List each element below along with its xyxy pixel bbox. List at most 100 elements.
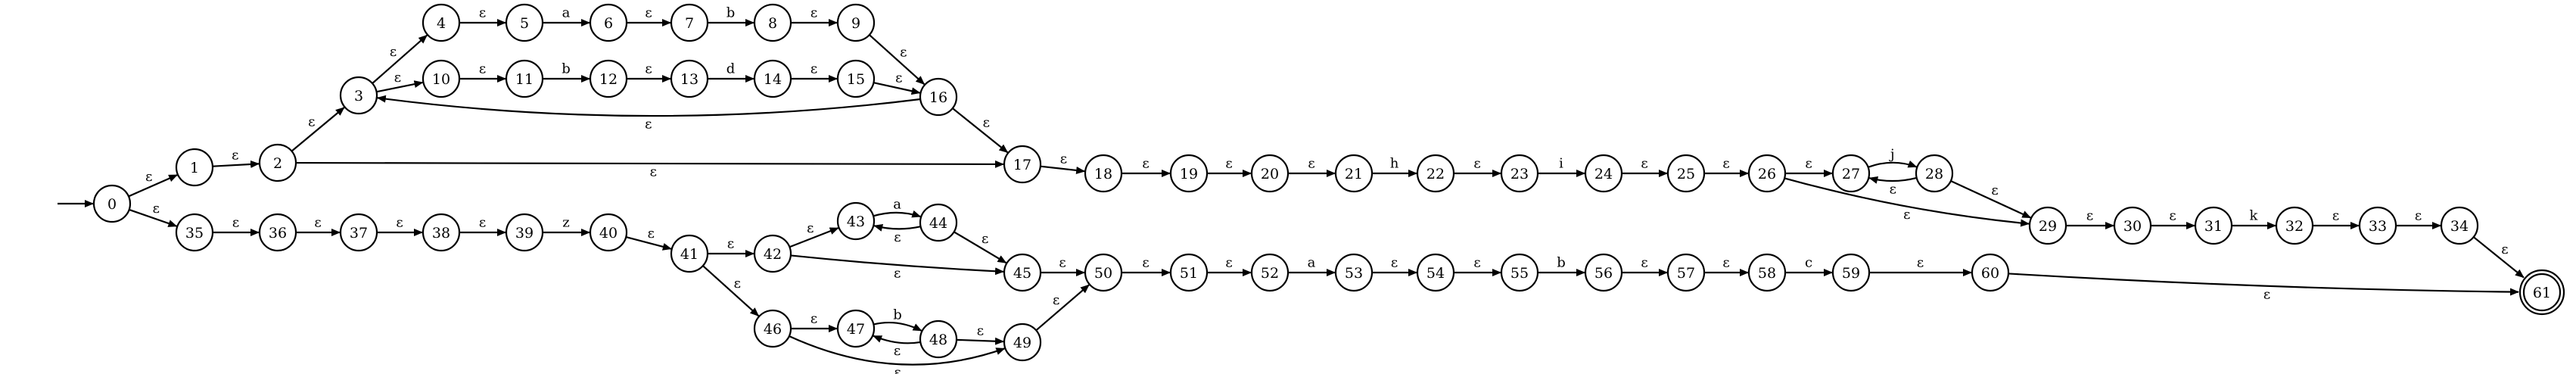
state-circle xyxy=(1500,154,1539,193)
edge-26-to-29: ε xyxy=(1784,177,2030,227)
edge-label: b xyxy=(1557,255,1566,271)
state-28: 28 xyxy=(1915,154,1954,193)
edge-line xyxy=(1868,176,1918,184)
state-circle xyxy=(589,3,628,42)
state-label: 52 xyxy=(1261,265,1279,282)
edge-label: ε xyxy=(1060,151,1067,167)
edge-2-to-3: ε xyxy=(291,107,345,152)
edge-label: ε xyxy=(1391,255,1398,271)
edge-label: ε xyxy=(1890,182,1896,198)
state-label: 14 xyxy=(764,71,782,88)
state-12: 12 xyxy=(589,59,628,98)
state-circle xyxy=(2194,206,2233,245)
edge-label: ε xyxy=(1142,255,1149,271)
state-label: 47 xyxy=(847,321,865,338)
state-19: 19 xyxy=(1169,154,1209,193)
edge-29-to-30: ε xyxy=(2066,208,2114,229)
edge-label: ε xyxy=(645,61,652,77)
state-55: 55 xyxy=(1500,253,1539,292)
edge-38-to-39: ε xyxy=(459,215,506,236)
edge-label: i xyxy=(1559,156,1563,172)
state-label: 30 xyxy=(2123,218,2142,235)
edge-label: ε xyxy=(982,231,988,247)
edge-18-to-19: ε xyxy=(1122,156,1171,177)
edge-label: ε xyxy=(1722,255,1729,271)
edge-41-to-42: ε xyxy=(708,236,754,257)
state-27: 27 xyxy=(1831,154,1871,193)
edge-54-to-55: ε xyxy=(1454,255,1501,276)
state-label: 35 xyxy=(185,225,204,242)
state-label: 56 xyxy=(1594,265,1613,282)
state-37: 37 xyxy=(339,213,378,252)
edge-label: ε xyxy=(1308,156,1314,172)
state-label: 46 xyxy=(764,321,782,338)
state-circle xyxy=(753,3,792,42)
edge-39-to-40: z xyxy=(543,215,590,236)
state-label: 21 xyxy=(1345,166,1363,182)
state-circle xyxy=(1915,154,1954,193)
edge-label: ε xyxy=(900,44,907,60)
edge-28-to-27: ε xyxy=(1868,176,1918,198)
edge-30-to-31: ε xyxy=(2151,208,2195,229)
edge-51-to-52: ε xyxy=(1207,255,1252,276)
state-label: 5 xyxy=(520,15,529,32)
state-label: 33 xyxy=(2369,218,2387,235)
state-label: 41 xyxy=(680,246,698,263)
state-label: 19 xyxy=(1180,166,1198,182)
edge-31-to-32: k xyxy=(2232,208,2276,229)
state-circle xyxy=(422,3,461,42)
edge-line xyxy=(873,335,921,344)
edge-label: ε xyxy=(810,311,817,327)
state-circle xyxy=(1666,253,1706,292)
edge-line xyxy=(128,174,179,198)
state-circle xyxy=(1334,253,1374,292)
state-52: 52 xyxy=(1250,253,1290,292)
state-circle xyxy=(505,3,544,42)
state-48: 48 xyxy=(919,319,958,359)
state-circle xyxy=(422,59,461,98)
edge-label: ε xyxy=(145,169,152,185)
state-circle xyxy=(1747,253,1787,292)
edge-label: b xyxy=(726,5,736,21)
state-label: 48 xyxy=(929,332,947,348)
edge-label: ε xyxy=(232,148,238,164)
state-circle xyxy=(2522,273,2562,312)
edge-line xyxy=(2472,236,2525,279)
state-8: 8 xyxy=(753,3,792,42)
edge-label: ε xyxy=(390,44,397,60)
edge-label: b xyxy=(562,61,571,77)
state-label: 20 xyxy=(1261,166,1279,182)
edge-49-to-50: ε xyxy=(1035,284,1090,332)
state-label: 31 xyxy=(2204,218,2223,235)
state-38: 38 xyxy=(422,213,461,252)
state-circle xyxy=(1169,154,1209,193)
edge-46-to-47: ε xyxy=(791,311,838,332)
state-26: 26 xyxy=(1747,154,1787,193)
edge-label: ε xyxy=(1991,182,1998,198)
edge-6-to-7: ε xyxy=(627,5,671,26)
edge-53-to-54: ε xyxy=(1372,255,1417,276)
state-13: 13 xyxy=(670,59,709,98)
edge-label: b xyxy=(893,307,902,323)
edge-17-to-18: ε xyxy=(1040,151,1086,174)
state-25: 25 xyxy=(1666,154,1706,193)
edge-14-to-15: ε xyxy=(791,61,838,83)
edge-label: ε xyxy=(479,5,486,21)
state-label: 32 xyxy=(2285,218,2304,235)
edge-label: ε xyxy=(308,114,315,129)
edge-28-to-29: ε xyxy=(1950,180,2032,219)
state-label: 9 xyxy=(851,15,860,32)
state-label: 7 xyxy=(685,15,694,32)
state-circle xyxy=(1666,154,1706,193)
edge-label: ε xyxy=(479,61,486,77)
edge-line xyxy=(873,224,921,232)
state-label: 15 xyxy=(847,71,865,88)
state-circle xyxy=(919,319,958,359)
edge-58-to-59: c xyxy=(1785,255,1833,276)
state-label: 54 xyxy=(1426,265,1445,282)
edge-4-to-5: ε xyxy=(459,5,506,26)
state-circle xyxy=(836,3,876,42)
edge-25-to-26: ε xyxy=(1704,156,1749,177)
edge-line xyxy=(869,34,926,86)
edge-label: ε xyxy=(648,226,655,242)
